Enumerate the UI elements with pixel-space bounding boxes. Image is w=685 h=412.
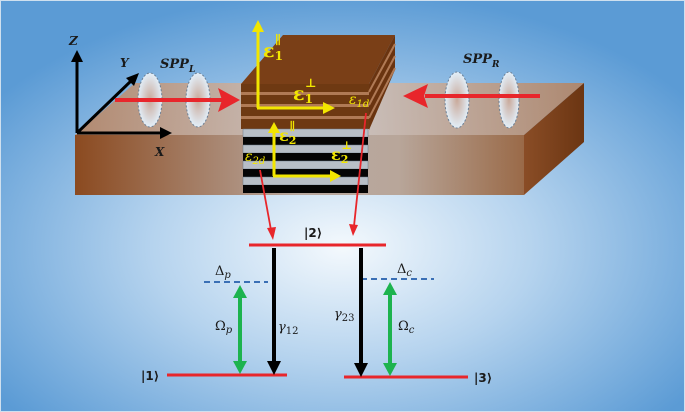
decay-23-arrowhead: [354, 363, 368, 377]
spp-right-mode-2: [498, 71, 520, 129]
decay-23-label: γ23: [334, 307, 355, 324]
eps1-par-arrowhead: [252, 20, 264, 32]
probe-rabi-arrowhead-up: [233, 285, 247, 298]
level-3-label: |3⟩: [474, 371, 492, 385]
spp-right-mode-1: [444, 71, 470, 129]
eps2-par-arrowhead: [268, 122, 280, 133]
eps1-perp-arrowhead: [323, 102, 335, 114]
upper-permittivity-axes: ε1∥ ε1⊥ ε1d: [252, 20, 369, 114]
spp-left-label: SPPL: [160, 57, 195, 75]
x-axis-arrowhead: [160, 127, 172, 139]
decay-12-label: γ12: [278, 320, 299, 337]
eps1-perp-label: ε1⊥: [293, 76, 316, 106]
slab-side-face: [524, 83, 584, 195]
coupling-rabi-arrowhead-down: [383, 363, 397, 376]
z-axis-arrowhead: [71, 50, 83, 62]
coupling-rabi-arrowhead-up: [383, 282, 397, 295]
lower-permittivity-axes: ε2∥ ε2⊥ ε2d: [245, 120, 352, 182]
x-axis-label: X: [154, 145, 165, 159]
coupling-arrows: [259, 112, 367, 240]
eps1-parallel-label: ε1∥: [263, 33, 283, 63]
eps2d-label: ε2d: [245, 149, 265, 167]
coordinate-axes: Z Y X: [68, 34, 172, 159]
z-axis-label: Z: [68, 34, 79, 48]
coupling-detuning-label: Δc: [397, 262, 412, 279]
decay-12-arrowhead: [267, 361, 281, 375]
spp-left-arrowhead: [218, 88, 240, 112]
y-axis-label: Y: [120, 56, 130, 70]
coupling-arrowhead-eps2d: [267, 227, 276, 240]
coupling-arrowhead-eps1d: [349, 224, 358, 236]
coupling-arrow-eps1d: [353, 112, 367, 227]
eps1d-label: ε1d: [349, 92, 369, 110]
stack-top-face: [241, 35, 395, 84]
y-axis-arrowhead: [126, 73, 139, 86]
energy-level-diagram: |2⟩ |1⟩ |3⟩ Δp Δc γ12 γ23 Ωp Ωc: [141, 226, 492, 385]
stack-upper-layers: [241, 43, 396, 129]
spp-right: SPPR: [403, 52, 540, 129]
coupling-rabi-label: Ωc: [398, 319, 415, 336]
probe-detuning-label: Δp: [215, 264, 231, 281]
level-2-label: |2⟩: [304, 226, 322, 240]
eps2-perp-label: ε2⊥: [331, 139, 352, 166]
spp-right-arrowhead: [403, 84, 428, 108]
spp-left: SPPL: [115, 57, 240, 128]
probe-rabi-arrowhead-down: [233, 361, 247, 374]
level-1-label: |1⟩: [141, 369, 159, 383]
coupling-arrow-eps2d: [259, 169, 272, 231]
probe-rabi-label: Ωp: [215, 319, 233, 336]
eps2-parallel-label: ε2∥: [279, 120, 296, 147]
stack-lower-layers: [242, 128, 369, 193]
spp-right-label: SPPR: [463, 52, 500, 70]
eps2-perp-arrowhead: [330, 170, 341, 182]
multilayer-stack: [241, 35, 396, 193]
